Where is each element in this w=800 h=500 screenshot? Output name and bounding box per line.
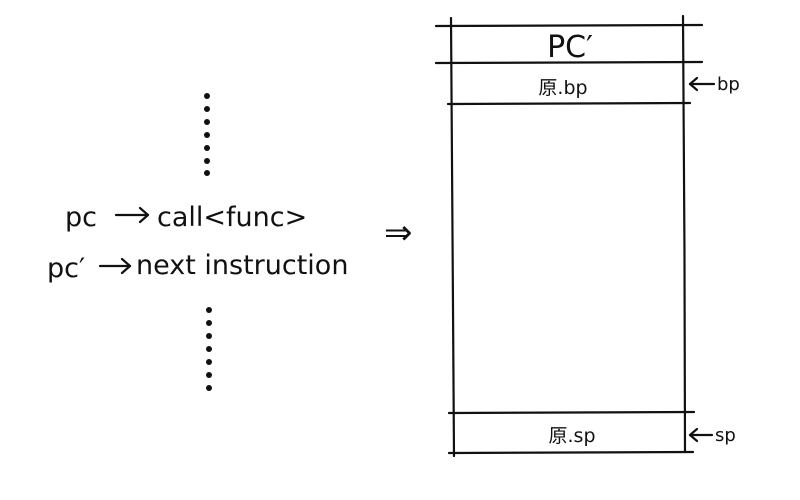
pc-label: pc	[65, 202, 97, 233]
code-line-call: pc call<func>	[65, 202, 307, 233]
call-instruction-text: call<func>	[157, 202, 307, 233]
code-dots-bottom	[206, 307, 212, 391]
stack-right-border	[681, 14, 687, 454]
right-arrow-icon	[98, 257, 132, 275]
right-arrow-icon	[114, 206, 150, 224]
implies-arrow-icon: ⇒	[384, 213, 413, 253]
stack-bottom-line	[447, 450, 695, 455]
stack-frame	[434, 14, 704, 458]
stack-left-border	[449, 16, 456, 458]
bp-register-label: bp	[717, 74, 740, 95]
next-instruction-text: next instruction	[136, 250, 348, 281]
sp-pointer: sp	[688, 425, 736, 446]
stack-divider	[447, 410, 696, 415]
code-line-next: pc′ next instruction	[47, 250, 348, 284]
stack-cell-return-address: PC′	[547, 30, 593, 65]
stack-cell-old-bp: 原.bp	[538, 77, 587, 99]
sp-register-label: sp	[715, 425, 736, 446]
pc-prime-label: pc′	[47, 253, 85, 284]
stack-cell-old-sp: 原.sp	[549, 425, 596, 447]
bp-pointer: bp	[688, 74, 740, 95]
left-arrow-icon	[688, 427, 714, 443]
stack-top-line	[434, 23, 704, 28]
stack-divider	[434, 60, 704, 65]
stack-divider	[446, 101, 692, 106]
left-arrow-icon	[688, 76, 716, 92]
code-dots-top	[204, 93, 210, 176]
